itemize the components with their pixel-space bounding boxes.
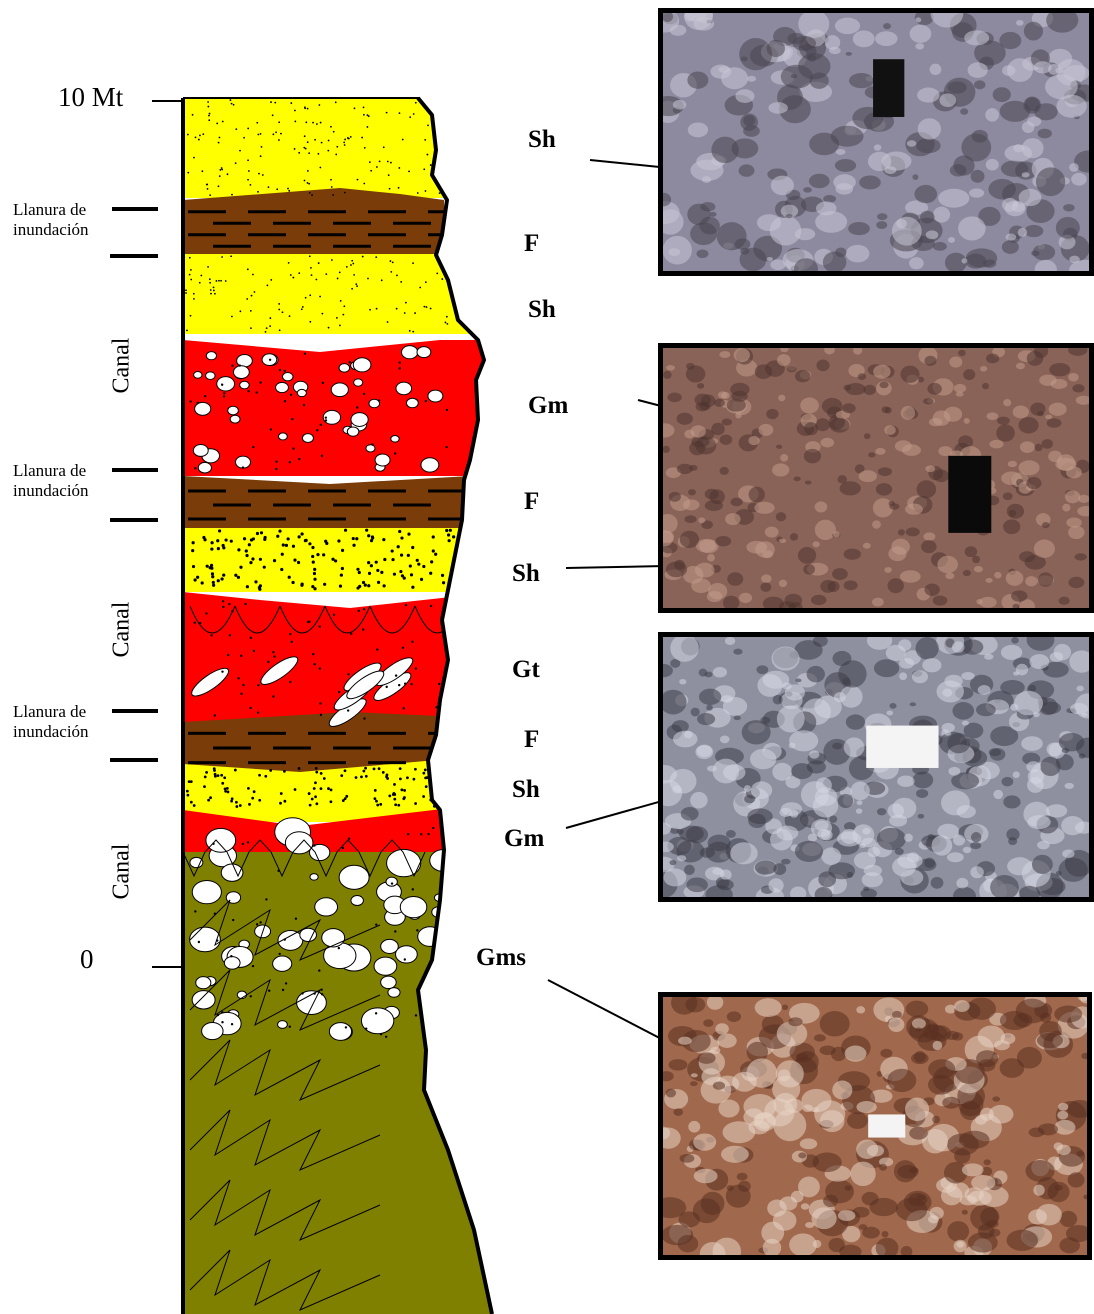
layer-sand-2 (183, 254, 503, 334)
facies-label-f: F (524, 230, 539, 258)
scale-label-bottom: 0 (80, 944, 94, 975)
floodplain-label: Llanura de inundación (13, 702, 89, 742)
photo-gm-sh-outcrop (658, 343, 1094, 613)
channel-label: Canal (109, 334, 136, 398)
facies-label-sh: Sh (528, 126, 556, 154)
facies-label-sh: Sh (512, 560, 540, 588)
layer-floodplain-top (183, 188, 444, 254)
scale-label-top: 10 Mt (58, 82, 123, 113)
facies-label-f: F (524, 726, 539, 754)
photo-sh-outcrop (658, 8, 1094, 276)
facies-label-gms: Gms (476, 944, 526, 972)
floodplain-label-line1: Llanura de (13, 461, 89, 481)
layer-gravel-gt (183, 592, 460, 722)
facies-label-gm: Gm (504, 825, 544, 853)
floodplain-label: Llanura de inundación (13, 461, 89, 501)
channel-label: Canal (109, 840, 136, 904)
floodplain-label-line2: inundación (13, 722, 89, 742)
floodplain-label-line1: Llanura de (13, 200, 89, 220)
facies-label-sh: Sh (512, 776, 540, 804)
facies-label-gm: Gm (528, 392, 568, 420)
photo-gt-sh-gm-outcrop (658, 632, 1094, 902)
floodplain-label-line2: inundación (13, 481, 89, 501)
layer-sand-top (183, 98, 503, 198)
facies-label-f: F (524, 488, 539, 516)
channel-label: Canal (109, 598, 136, 662)
facies-label-sh: Sh (528, 296, 556, 324)
environment-ticks (110, 209, 158, 760)
floodplain-label-line2: inundación (13, 220, 89, 240)
floodplain-label: Llanura de inundación (13, 200, 89, 240)
floodplain-label-line1: Llanura de (13, 702, 89, 722)
layer-basement (183, 852, 503, 1314)
photo-gms-outcrop (658, 992, 1092, 1260)
facies-label-gt: Gt (512, 656, 540, 684)
stratigraphic-column (183, 98, 503, 1314)
scale-ticks (152, 101, 183, 967)
